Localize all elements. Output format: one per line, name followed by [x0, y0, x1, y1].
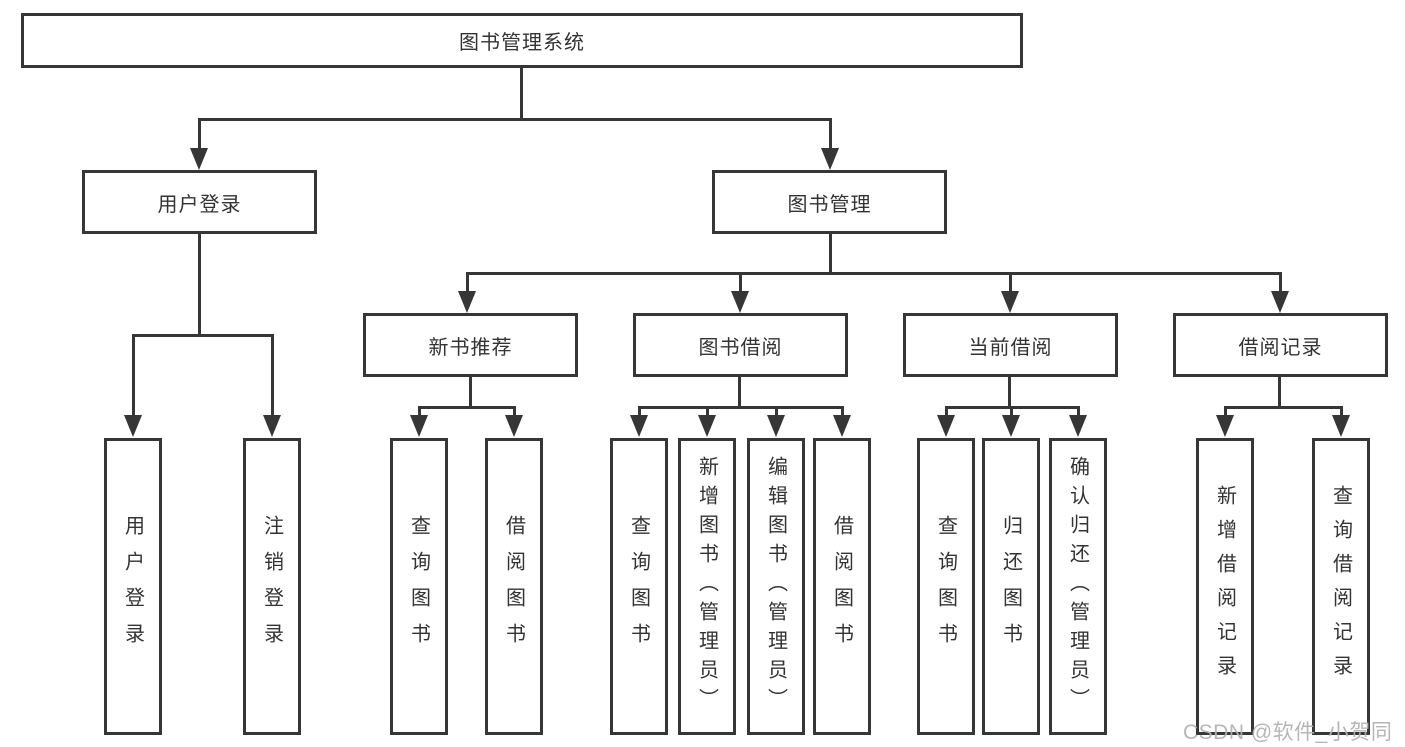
node-label: 查询图书: [627, 514, 650, 659]
leaf-query-books-borrowing: 查询图书: [610, 438, 668, 735]
connector-line: [739, 272, 742, 292]
connector-line: [829, 118, 832, 148]
node-label: 查询借阅记录: [1329, 484, 1352, 689]
leaf-edit-books-admin: 编辑图书（管理员）: [747, 438, 805, 735]
node-label: 归还图书: [999, 514, 1022, 659]
node-label: 新增图书（管理员）: [695, 456, 718, 717]
node-label: 确认归还（管理员）: [1066, 456, 1089, 717]
node-label: 图书借阅: [698, 336, 783, 359]
leaf-borrow-books-recommend: 借阅图书: [485, 438, 543, 735]
connector-line: [469, 376, 472, 408]
connector-line: [1279, 272, 1282, 292]
connector-line: [706, 406, 709, 417]
node-label: 新书推荐: [428, 336, 513, 359]
leaf-logout: 注销登录: [243, 438, 301, 735]
connector-line: [638, 406, 844, 409]
node-current-borrowing: 当前借阅: [903, 313, 1118, 377]
node-label: 借阅图书: [502, 514, 525, 659]
csdn-watermark: CSDN @软件_小贺同学: [1183, 721, 1393, 744]
leaf-add-books-admin: 新增图书（管理员）: [678, 438, 736, 735]
arrow-down-icon: [505, 415, 523, 437]
leaf-borrow-books: 借阅图书: [813, 438, 871, 735]
leaf-confirm-return-admin: 确认归还（管理员）: [1049, 438, 1107, 735]
node-book-management: 图书管理: [712, 170, 947, 234]
connector-line: [841, 406, 844, 417]
arrow-down-icon: [124, 415, 142, 437]
connector-line: [418, 406, 421, 417]
arrow-down-icon: [263, 415, 281, 437]
connector-line: [271, 334, 274, 416]
leaf-add-borrow-record: 新增借阅记录: [1196, 438, 1254, 735]
connector-line: [1010, 406, 1013, 417]
connector-line: [945, 406, 948, 417]
arrow-down-icon: [1069, 415, 1087, 437]
connector-line: [520, 67, 523, 120]
leaf-query-books-current: 查询图书: [917, 438, 975, 735]
connector-line: [1224, 406, 1343, 409]
leaf-user-login: 用户登录: [104, 438, 162, 735]
connector-line: [466, 272, 1282, 275]
node-library-management-system: 图书管理系统: [21, 13, 1023, 68]
connector-line: [198, 118, 201, 148]
arrow-down-icon: [1002, 415, 1020, 437]
node-book-borrowing: 图书借阅: [633, 313, 848, 377]
connector-line: [775, 406, 778, 417]
leaf-query-books-recommend: 查询图书: [390, 438, 448, 735]
node-label: 用户登录: [121, 514, 144, 659]
node-label: 借阅记录: [1238, 336, 1323, 359]
connector-line: [513, 406, 516, 417]
connector-line: [1009, 272, 1012, 292]
connector-line: [132, 334, 135, 416]
connector-line: [418, 406, 516, 409]
node-label: 新增借阅记录: [1213, 484, 1236, 689]
node-label: 借阅图书: [830, 514, 853, 659]
arrow-down-icon: [1001, 291, 1019, 313]
node-label: 查询图书: [934, 514, 957, 659]
arrow-down-icon: [458, 291, 476, 313]
connector-line: [1278, 376, 1281, 408]
arrow-down-icon: [1332, 415, 1350, 437]
node-label: 用户登录: [157, 193, 242, 216]
arrow-down-icon: [767, 415, 785, 437]
arrow-down-icon: [410, 415, 428, 437]
node-user-login: 用户登录: [82, 170, 317, 234]
connector-line: [1077, 406, 1080, 417]
node-borrowing-records: 借阅记录: [1173, 313, 1388, 377]
connector-line: [638, 406, 641, 417]
arrow-down-icon: [698, 415, 716, 437]
connector-line: [198, 233, 201, 336]
arrow-down-icon: [937, 415, 955, 437]
connector-line: [466, 272, 469, 292]
node-label: 注销登录: [260, 514, 283, 659]
connector-line: [1340, 406, 1343, 417]
leaf-return-books: 归还图书: [982, 438, 1040, 735]
connector-line: [1224, 406, 1227, 417]
node-label: 查询图书: [407, 514, 430, 659]
node-label: 图书管理系统: [459, 32, 585, 54]
connector-line: [829, 233, 832, 274]
arrow-down-icon: [731, 291, 749, 313]
arrow-down-icon: [821, 148, 839, 170]
leaf-query-borrow-record: 查询借阅记录: [1312, 438, 1370, 735]
arrow-down-icon: [630, 415, 648, 437]
node-label: 图书管理: [787, 193, 872, 216]
connector-line: [198, 118, 831, 121]
node-label: 当前借阅: [968, 336, 1053, 359]
connector-line: [132, 334, 274, 337]
node-new-book-recommend: 新书推荐: [363, 313, 578, 377]
arrow-down-icon: [1216, 415, 1234, 437]
connector-line: [738, 376, 741, 408]
arrow-down-icon: [190, 148, 208, 170]
arrow-down-icon: [833, 415, 851, 437]
connector-line: [1008, 376, 1011, 408]
arrow-down-icon: [1271, 291, 1289, 313]
node-label: 编辑图书（管理员）: [764, 456, 787, 717]
